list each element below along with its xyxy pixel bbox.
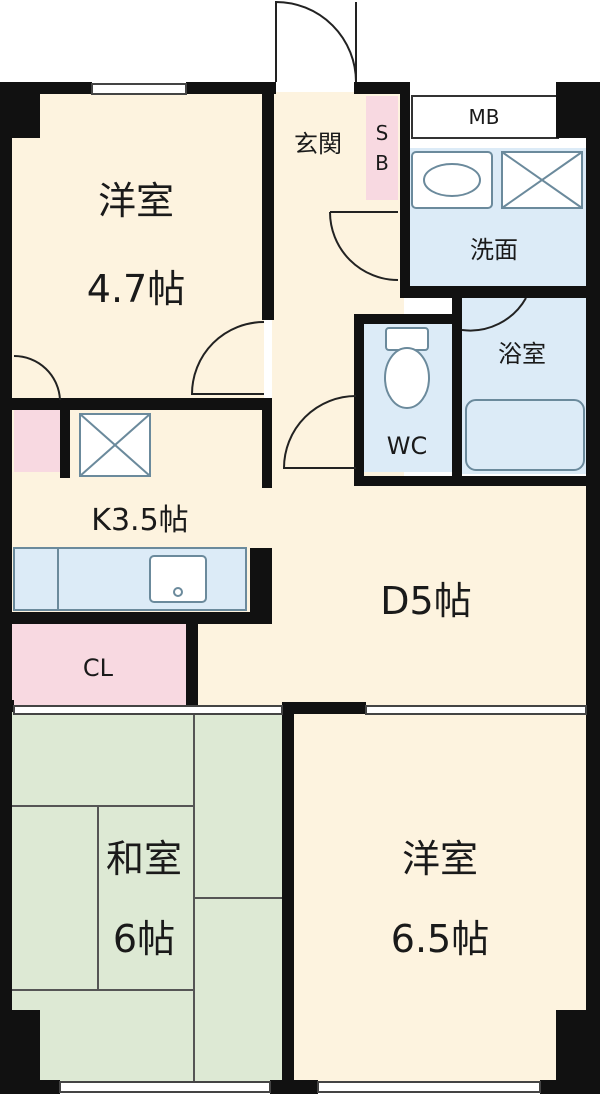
western-room-1-name: 洋室	[98, 179, 174, 223]
kitchen-counter	[13, 547, 247, 611]
stove-icon	[149, 555, 207, 603]
toilet-icon	[384, 327, 430, 409]
western-room-2-name: 洋室	[402, 837, 478, 881]
meter-box-area	[411, 95, 559, 139]
western-room-1	[12, 92, 264, 404]
washer-pan-icon-kitchen	[79, 413, 151, 477]
walls	[0, 82, 600, 1094]
western-room-1-size: 4.7帖	[87, 267, 185, 311]
tatami-lines	[12, 712, 282, 1082]
kitchen-label: K3.5帖	[91, 503, 188, 538]
bathroom-label: 浴室	[498, 340, 546, 368]
shoe-box-label-top: S	[376, 121, 389, 145]
windows	[13, 83, 587, 1093]
shoe-box-label-bottom: B	[375, 151, 389, 175]
door-swing-icon	[13, 0, 527, 469]
western-room-2	[292, 712, 588, 1082]
closet-area	[12, 624, 192, 706]
entrance-label: 玄関	[294, 130, 342, 158]
shoe-box-area	[366, 96, 398, 200]
bathtub-icon	[465, 399, 585, 471]
washitsu-name: 和室	[106, 837, 182, 881]
dining-label: D5帖	[380, 579, 471, 623]
meter-box-label: MB	[469, 105, 500, 129]
closet-label: CL	[83, 654, 114, 682]
sink-icon	[411, 151, 493, 209]
western-room-2-size: 6.5帖	[391, 917, 489, 961]
closet-storage-small	[14, 404, 64, 472]
toilet-label: WC	[387, 432, 428, 460]
washroom-label: 洗面	[470, 236, 518, 264]
washer-pan-icon	[501, 151, 583, 209]
washitsu-size: 6帖	[113, 917, 175, 961]
